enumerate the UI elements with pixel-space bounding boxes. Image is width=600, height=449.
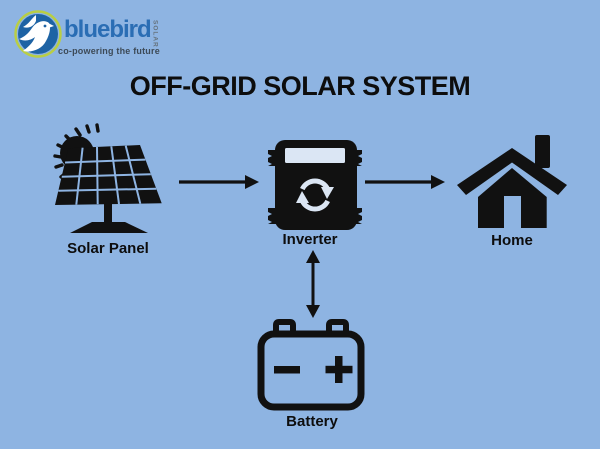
inverter-icon bbox=[268, 140, 362, 230]
bluebird-bird-icon bbox=[14, 10, 62, 58]
page-title: OFF-GRID SOLAR SYSTEM bbox=[129, 71, 471, 101]
solar-panel-icon bbox=[53, 123, 162, 233]
inverter-label: Inverter bbox=[282, 231, 338, 248]
solar-panel-label: Solar Panel bbox=[67, 240, 149, 257]
battery-icon bbox=[257, 319, 365, 411]
arrow-inverter-battery-bidirectional bbox=[306, 250, 320, 318]
brand-vertical-solar: SOLAR bbox=[151, 20, 159, 48]
home-label: Home bbox=[491, 232, 533, 249]
battery-label: Battery bbox=[286, 413, 338, 430]
brand-tagline: co-powering the future bbox=[58, 46, 160, 56]
arrow-inverter-to-home bbox=[365, 175, 445, 189]
home-icon bbox=[457, 135, 567, 228]
brand-name: bluebird bbox=[64, 16, 152, 43]
arrow-solar-to-inverter bbox=[179, 175, 259, 189]
bluebird-logo: bluebird SOLAR co-powering the future bbox=[14, 10, 160, 58]
